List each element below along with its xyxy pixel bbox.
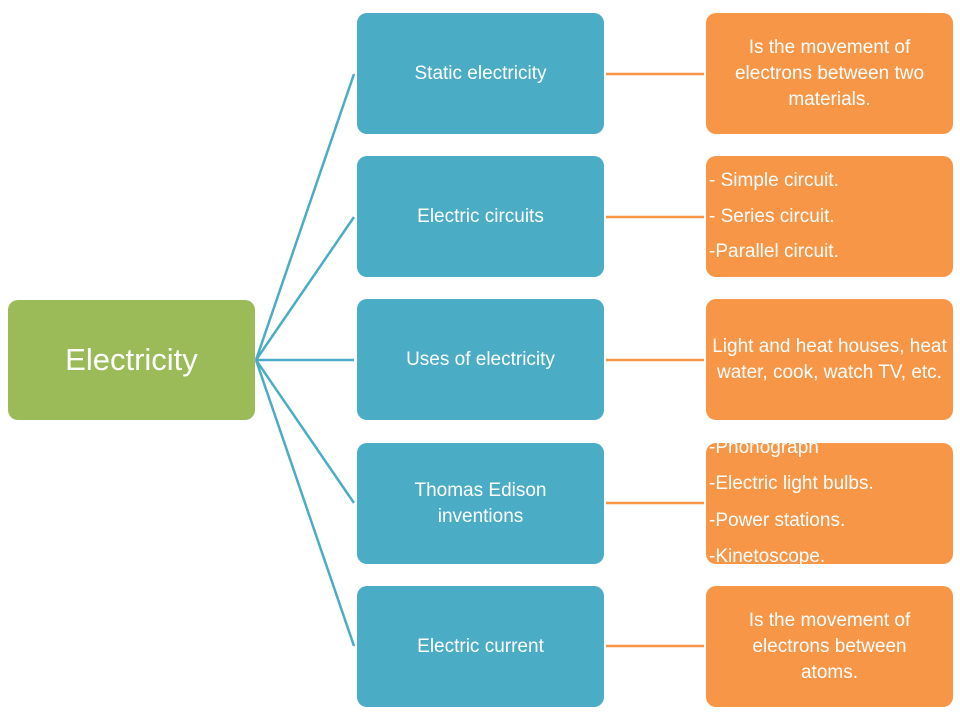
- detail-list-item: -Parallel circuit.: [709, 241, 839, 263]
- topic-label: Electric circuits: [417, 205, 544, 227]
- detail-list-item: - Simple circuit.: [709, 169, 839, 191]
- detail-list-item: - Series circuit.: [709, 205, 835, 227]
- root-connector-static-electricity: [254, 73, 356, 361]
- root-label: Electricity: [65, 342, 198, 377]
- detail-node-uses-of-electricity: Light and heat houses, heat water, cook,…: [706, 299, 953, 420]
- detail-text: Light and heat houses, heat water, cook,…: [712, 335, 947, 383]
- detail-node-static-electricity: Is the movement of electrons between two…: [706, 13, 953, 134]
- root-connector-thomas-edison: [254, 359, 356, 504]
- root-connector-electric-current: [254, 359, 356, 647]
- topic-label: Static electricity: [414, 62, 547, 84]
- detail-node-electric-circuits: - Simple circuit. - Series circuit. -Par…: [706, 156, 953, 277]
- detail-node-thomas-edison-inventions: -Phonograph -Electric light bulbs. -Powe…: [706, 437, 953, 567]
- topic-node-uses-of-electricity: Uses of electricity: [357, 299, 604, 420]
- topic-label: Thomas Edison inventions: [414, 479, 547, 527]
- detail-list-item: -Electric light bulbs.: [709, 473, 874, 495]
- root-node-electricity: Electricity: [8, 300, 255, 420]
- root-connector-electric-circuits: [254, 216, 356, 361]
- detail-node-electric-current: Is the movement of electrons between ato…: [706, 586, 953, 707]
- detail-list-item: -Power stations.: [709, 509, 846, 531]
- detail-list-item: -Phonograph: [709, 437, 819, 458]
- topic-node-electric-current: Electric current: [357, 586, 604, 707]
- topic-node-thomas-edison-inventions: Thomas Edison inventions: [357, 443, 604, 564]
- topic-label: Uses of electricity: [406, 348, 555, 370]
- detail-text: Is the movement of electrons between two…: [734, 36, 925, 110]
- topic-node-electric-circuits: Electric circuits: [357, 156, 604, 277]
- detail-text: Is the movement of electrons between ato…: [748, 609, 911, 683]
- detail-list-item: -Kinetoscope.: [709, 545, 826, 567]
- topic-node-static-electricity: Static electricity: [357, 13, 604, 134]
- topic-label: Electric current: [417, 635, 544, 657]
